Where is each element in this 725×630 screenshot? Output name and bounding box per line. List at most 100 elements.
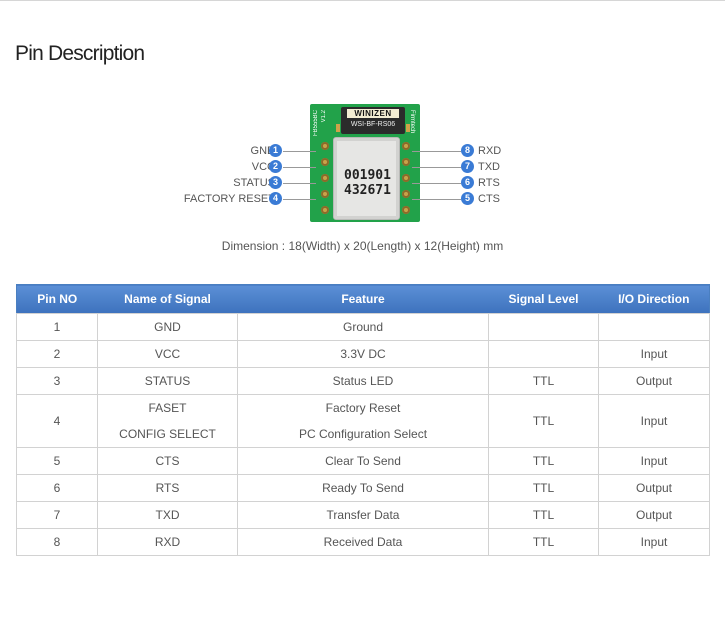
bluetooth-chip: WINIZEN WSI-BF-RS06 (341, 107, 405, 134)
solder-pad (321, 142, 329, 150)
pin-label-cts: CTS (478, 193, 500, 205)
cell-signal-name: RXD (97, 528, 238, 556)
pin-leader-line (283, 199, 316, 200)
table-row: 1 GND Ground (16, 313, 710, 341)
cell-feature: Received Data (237, 528, 489, 556)
shield-serial-line1: 001901 (344, 168, 391, 183)
table-row: 6 RTS Ready To Send TTL Output (16, 474, 710, 502)
column-header-pin-no: Pin NO (16, 284, 98, 314)
crystal-contact-right (406, 124, 410, 132)
pin-leader-line (412, 167, 461, 168)
table-row: CONFIG SELECT PC Configuration Select (17, 421, 710, 448)
shield-serial-line2: 432671 (344, 183, 391, 198)
pin-label-rts: RTS (478, 177, 500, 189)
pad-column-right (402, 142, 410, 218)
column-header-signal-name: Name of Signal (97, 284, 238, 314)
cell-signal-level: TTL (488, 501, 599, 529)
cell-pin: 4 (16, 394, 98, 448)
cell-feature: Ground (237, 313, 489, 341)
cell-feature: Clear To Send (237, 447, 489, 475)
cell-signal-level: TTL (488, 447, 599, 475)
dimension-caption: Dimension : 18(Width) x 20(Length) x 12(… (221, 239, 504, 253)
cell-pin: 8 (16, 528, 98, 556)
pin-table: Pin NO Name of Signal Feature Signal Lev… (16, 284, 710, 556)
solder-pad (321, 190, 329, 198)
solder-pad (402, 206, 410, 214)
board-version: V1.2 (321, 110, 327, 123)
table-row: 7 TXD Transfer Data TTL Output (16, 501, 710, 529)
pin-leader-line (412, 183, 461, 184)
cell-signal-name: FASET (97, 394, 238, 421)
table-row: 8 RXD Received Data TTL Input (16, 528, 710, 556)
solder-pad (402, 142, 410, 150)
cell-signal-name: GND (97, 313, 238, 341)
pin-leader-line (412, 151, 461, 152)
column-header-io-direction: I/O Direction (598, 284, 710, 314)
cell-feature: 3.3V DC (237, 340, 489, 368)
crystal-contact-left (336, 124, 340, 132)
cell-io-direction: Output (598, 501, 710, 529)
cell-io-direction (598, 313, 710, 341)
chip-brand-strip: WINIZEN (347, 109, 399, 118)
cell-pin: 2 (16, 340, 98, 368)
pin-number-badge: 5 (461, 192, 474, 205)
solder-pad (321, 206, 329, 214)
cell-signal-level: TTL (488, 528, 599, 556)
pin-leader-line (283, 151, 316, 152)
table-row: 4 FASET Factory Reset TTL Input (16, 394, 710, 448)
cell-signal-level: TTL (488, 367, 599, 395)
pin-label-factory-reset: FACTORY RESET (183, 193, 275, 205)
cell-signal-level: TTL (488, 394, 599, 448)
rf-shield: 001901 432671 (333, 137, 400, 220)
pin-label-txd: TXD (478, 161, 500, 173)
cell-signal-level (488, 313, 599, 341)
chip-model-mark: WSI-BF-RS06 (350, 121, 396, 128)
pin-number-badge: 8 (461, 144, 474, 157)
table-row: 3 STATUS Status LED TTL Output (16, 367, 710, 395)
pin-label-gnd: GND (250, 145, 275, 157)
page-title: Pin Description (15, 42, 145, 65)
cell-signal-name: VCC (97, 340, 238, 368)
board-code: FB555BC (313, 110, 319, 137)
cell-signal-level (488, 340, 599, 368)
cell-signal-name: CTS (97, 447, 238, 475)
pin-number-badge: 6 (461, 176, 474, 189)
cell-io-direction: Input (598, 528, 710, 556)
table-row: 5 CTS Clear To Send TTL Input (16, 447, 710, 475)
cell-signal-name-secondary: CONFIG SELECT (97, 421, 238, 448)
cell-io-direction: Output (598, 474, 710, 502)
cell-signal-level: TTL (488, 474, 599, 502)
pin-number-badge: 2 (269, 160, 282, 173)
pin-leader-line (283, 167, 316, 168)
cell-pin: 6 (16, 474, 98, 502)
cell-pin: 3 (16, 367, 98, 395)
module-photo: FB555BC V1.2 Firmtech WINIZEN WSI-BF-RS0… (310, 104, 420, 222)
cell-io-direction: Input (598, 394, 710, 448)
pin-leader-line (412, 199, 461, 200)
pin-label-rxd: RXD (478, 145, 502, 157)
column-header-feature: Feature (237, 284, 489, 314)
solder-pad (321, 158, 329, 166)
solder-pad (321, 174, 329, 182)
cell-signal-name: STATUS (97, 367, 238, 395)
table-row: 2 VCC 3.3V DC Input (16, 340, 710, 368)
column-header-signal-level: Signal Level (488, 284, 599, 314)
cell-signal-name: TXD (97, 501, 238, 529)
solder-pad (402, 174, 410, 182)
cell-feature: Status LED (237, 367, 489, 395)
shield-serial: 001901 432671 (344, 168, 391, 198)
pin-number-badge: 1 (269, 144, 282, 157)
cell-feature-secondary: PC Configuration Select (237, 421, 489, 448)
cell-feature: Ready To Send (237, 474, 489, 502)
vendor-mark: Firmtech (409, 110, 415, 134)
pin-leader-line (283, 183, 316, 184)
solder-pad (402, 190, 410, 198)
cell-pin: 7 (16, 501, 98, 529)
pin-number-badge: 7 (461, 160, 474, 173)
pin-number-badge: 3 (269, 176, 282, 189)
cell-signal-name: RTS (97, 474, 238, 502)
cell-feature: Transfer Data (237, 501, 489, 529)
pin-label-status: STATUS (233, 177, 275, 189)
solder-pad (402, 158, 410, 166)
pin-number-badge: 4 (269, 192, 282, 205)
